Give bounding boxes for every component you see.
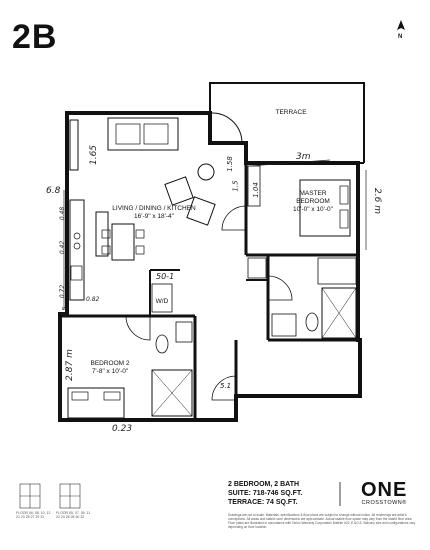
info-suite-area: SUITE: 718-746 SQ.FT. bbox=[228, 490, 303, 497]
annotation: 1.65 bbox=[89, 144, 100, 166]
disclaimer: Drawings are not to scale. Materials, sp… bbox=[228, 513, 416, 529]
pillow bbox=[339, 209, 349, 229]
pillow bbox=[71, 391, 89, 401]
sofa-cushion bbox=[115, 123, 141, 145]
annotation: 0.42 bbox=[59, 240, 67, 255]
bath2-tub bbox=[151, 369, 193, 417]
key-plan-left-line1: FLOOR 06, 08, 10, 12 bbox=[16, 511, 51, 515]
hall-closet bbox=[247, 257, 267, 279]
annotation: 5.1 bbox=[220, 382, 232, 390]
annotation: 0.23 bbox=[112, 424, 133, 434]
master-bed bbox=[299, 179, 351, 237]
bath2-vanity bbox=[175, 321, 193, 343]
sofa-cushion bbox=[143, 123, 169, 145]
linen-closet bbox=[317, 257, 357, 285]
annotation: 1.04 bbox=[251, 182, 260, 198]
key-plan-right-label: FLOOR 05, 07, 09, 11 22 24 26 28 30 32 bbox=[56, 511, 92, 519]
door-entry bbox=[211, 375, 237, 401]
armchair bbox=[186, 196, 216, 226]
key-plan-left-label: FLOOR 06, 08, 10, 12 21 23 25 27 29 31 bbox=[16, 511, 52, 519]
door-ensuite bbox=[267, 275, 293, 301]
living-size: 16'-9" x 18'-4" bbox=[134, 213, 174, 220]
living-name: LIVING / DINING / KITCHEN bbox=[112, 205, 196, 212]
living-label: LIVING / DINING / KITCHEN 16'-9" x 18'-4… bbox=[96, 205, 212, 221]
key-plan-left-line2: 21 23 25 27 29 31 bbox=[16, 515, 45, 519]
north-arrow-icon: N bbox=[396, 20, 406, 40]
unit-title: 2B bbox=[12, 18, 58, 56]
pillow bbox=[339, 185, 349, 205]
terrace-door bbox=[211, 112, 243, 144]
kitchen-sink bbox=[70, 265, 83, 281]
bedroom2-bed bbox=[67, 387, 125, 419]
terrace-outline bbox=[209, 82, 365, 163]
annotation: 0.82 bbox=[86, 296, 100, 303]
ensuite-vanity bbox=[271, 313, 297, 337]
unit-info: 2 BEDROOM, 2 BATH SUITE: 718-746 SQ.FT. … bbox=[228, 480, 302, 507]
armchair bbox=[164, 176, 194, 206]
wd-label: W/D bbox=[155, 298, 169, 305]
brand-main: ONE bbox=[361, 479, 408, 501]
brand-sub: CROSSTOWN® bbox=[361, 500, 407, 506]
info-terrace-area: TERRACE: 74 SQ.FT. bbox=[228, 499, 298, 506]
washer-dryer bbox=[151, 283, 173, 313]
terrace-label: TERRACE bbox=[275, 109, 307, 116]
chair bbox=[135, 245, 145, 255]
annotation: 0.5 bbox=[61, 306, 69, 317]
info-bedrooms: 2 BEDROOM, 2 BATH bbox=[228, 481, 300, 488]
media-unit bbox=[69, 119, 79, 171]
stove bbox=[73, 232, 81, 240]
master-name-1: MASTER bbox=[299, 190, 327, 197]
chair bbox=[101, 229, 111, 239]
annotation: 0.48 bbox=[59, 206, 67, 221]
annotation: 2.87 m bbox=[64, 349, 75, 381]
bedroom2-label: BEDROOM 2 7'-8" x 10'-0" bbox=[80, 360, 140, 376]
master-bedroom-label: MASTER BEDROOM 10'-0" x 10'-0" bbox=[278, 190, 348, 214]
annotation: 1.5 bbox=[231, 180, 240, 192]
ensuite-shower bbox=[321, 287, 357, 339]
door-bed2 bbox=[125, 315, 151, 341]
key-plan-right-line1: FLOOR 05, 07, 09, 11 bbox=[56, 511, 91, 515]
annotation: 6.8 bbox=[46, 186, 61, 196]
sofa bbox=[107, 117, 179, 151]
master-size: 10'-0" x 10'-0" bbox=[293, 206, 333, 213]
bath2-toilet bbox=[155, 334, 169, 354]
brand-logo: ONE CROSSTOWN® bbox=[361, 480, 407, 506]
ensuite-toilet bbox=[305, 312, 319, 332]
annotation: 2.6 m bbox=[371, 188, 382, 214]
stove bbox=[73, 242, 81, 250]
bedroom2-size: 7'-8" x 10'-0" bbox=[91, 368, 129, 375]
pillow bbox=[103, 391, 121, 401]
chair bbox=[135, 229, 145, 239]
door-master bbox=[221, 205, 247, 231]
kitchen-counter bbox=[69, 199, 85, 301]
north-label: N bbox=[398, 34, 403, 40]
annotation: 3m bbox=[296, 152, 311, 162]
side-table bbox=[197, 163, 215, 181]
kitchen-island bbox=[95, 211, 109, 257]
annotation: 50-1 bbox=[156, 272, 175, 281]
key-plan-right-line2: 22 24 26 28 30 32 bbox=[56, 515, 85, 519]
annotation: 0.72 bbox=[59, 284, 67, 299]
chair bbox=[101, 245, 111, 255]
annotation: 1.58 bbox=[225, 156, 234, 172]
bedroom2-name: BEDROOM 2 bbox=[90, 360, 130, 367]
master-name-2: BEDROOM bbox=[296, 198, 330, 205]
dining-table bbox=[111, 223, 135, 261]
